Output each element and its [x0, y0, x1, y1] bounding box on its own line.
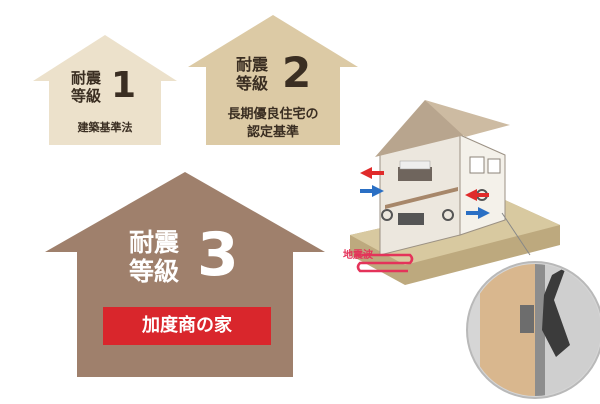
- quake-wave-label: 地震波: [343, 250, 373, 261]
- level-3-house-shape: [45, 172, 325, 377]
- level-2-caption-line2: 認定基準: [246, 125, 299, 140]
- house-illustration: 地震波: [330, 95, 600, 400]
- level-2-house-shape: [188, 15, 358, 145]
- level-1-caption: 建築基準法: [77, 121, 133, 134]
- level-1-house: 耐震 等級 1 建築基準法: [33, 35, 177, 145]
- level-2-title-line2: 等級: [236, 74, 269, 93]
- level-1-number: 1: [111, 65, 137, 106]
- level-3-title-line1: 耐震: [129, 228, 180, 257]
- level-2-house: 耐震 等級 2 長期優良住宅の 認定基準: [188, 15, 358, 145]
- level-3-house: 耐震 等級 3 加度商の家: [45, 172, 325, 377]
- level-2-number: 2: [282, 48, 312, 97]
- level-3-badge: 加度商の家: [103, 307, 271, 345]
- level-1-title-line1: 耐震: [71, 69, 102, 87]
- level-3-title-line2: 等級: [129, 257, 180, 286]
- level-1-house-shape: [33, 35, 177, 145]
- level-3-number: 3: [197, 220, 239, 290]
- house-cutaway-drawing: [350, 100, 600, 399]
- level-1-title-line2: 等級: [71, 87, 102, 105]
- level-2-caption-line1: 長期優良住宅の: [227, 107, 319, 122]
- level-2-title-line1: 耐震: [236, 55, 269, 74]
